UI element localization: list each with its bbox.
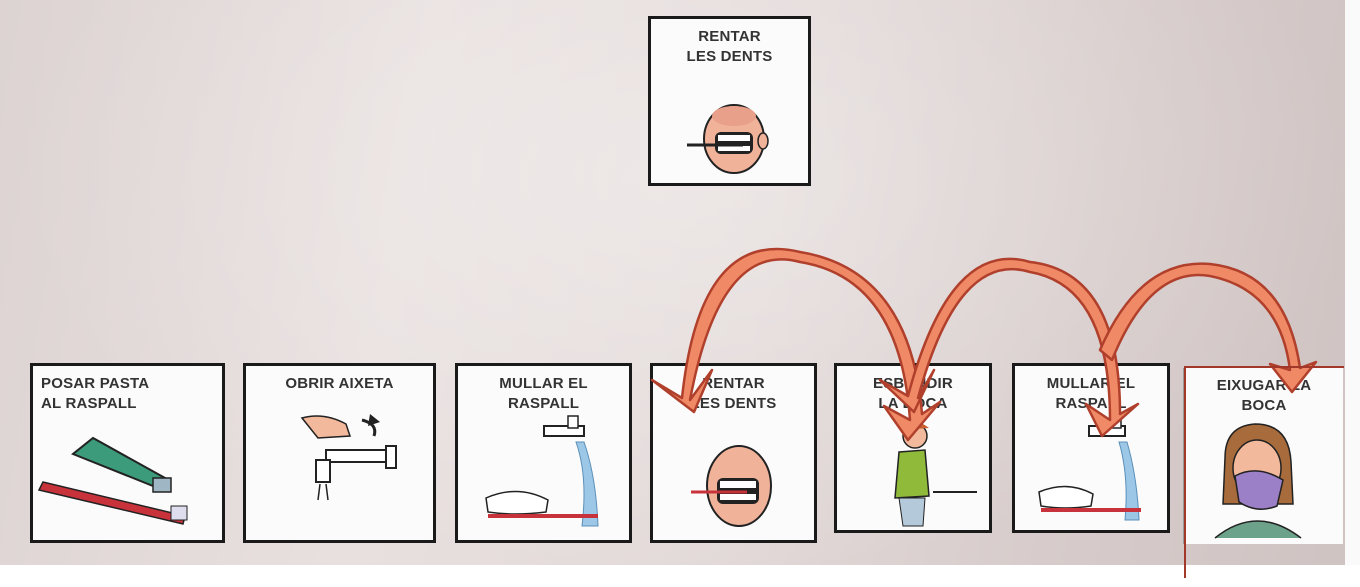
title-card: RENTAR LES DENTS	[648, 16, 811, 186]
rinse-mouth-girl-icon	[837, 366, 989, 530]
sequence-card-3: MULLAR EL RASPALL	[455, 363, 632, 543]
brushing-teeth-face-icon	[651, 19, 808, 183]
dry-mouth-towel-icon	[1185, 368, 1343, 544]
page-margin-right	[1345, 0, 1360, 587]
sequence-card-6: MULLAR EL RASPALL	[1012, 363, 1170, 533]
wet-brush-tap-icon	[1015, 366, 1167, 530]
wet-brush-tap-icon	[458, 366, 629, 540]
sequence-card-4: RENTAR LES DENTS	[650, 363, 817, 543]
open-tap-icon	[246, 366, 433, 540]
sequence-card-5: ESBANDIR LA BOCA	[834, 363, 992, 533]
red-vertical-line	[1184, 366, 1186, 578]
brushing-teeth-face-icon	[653, 366, 814, 540]
sequence-card-1: POSAR PASTA AL RASPALL	[30, 363, 225, 543]
sequence-card-7: EIXUGAR LA BOCA	[1183, 368, 1343, 544]
toothpaste-on-brush-icon	[33, 366, 222, 540]
sequence-card-2: OBRIR AIXETA	[243, 363, 436, 543]
page-margin-bottom	[0, 565, 1360, 587]
red-horizontal-line	[1184, 366, 1344, 368]
